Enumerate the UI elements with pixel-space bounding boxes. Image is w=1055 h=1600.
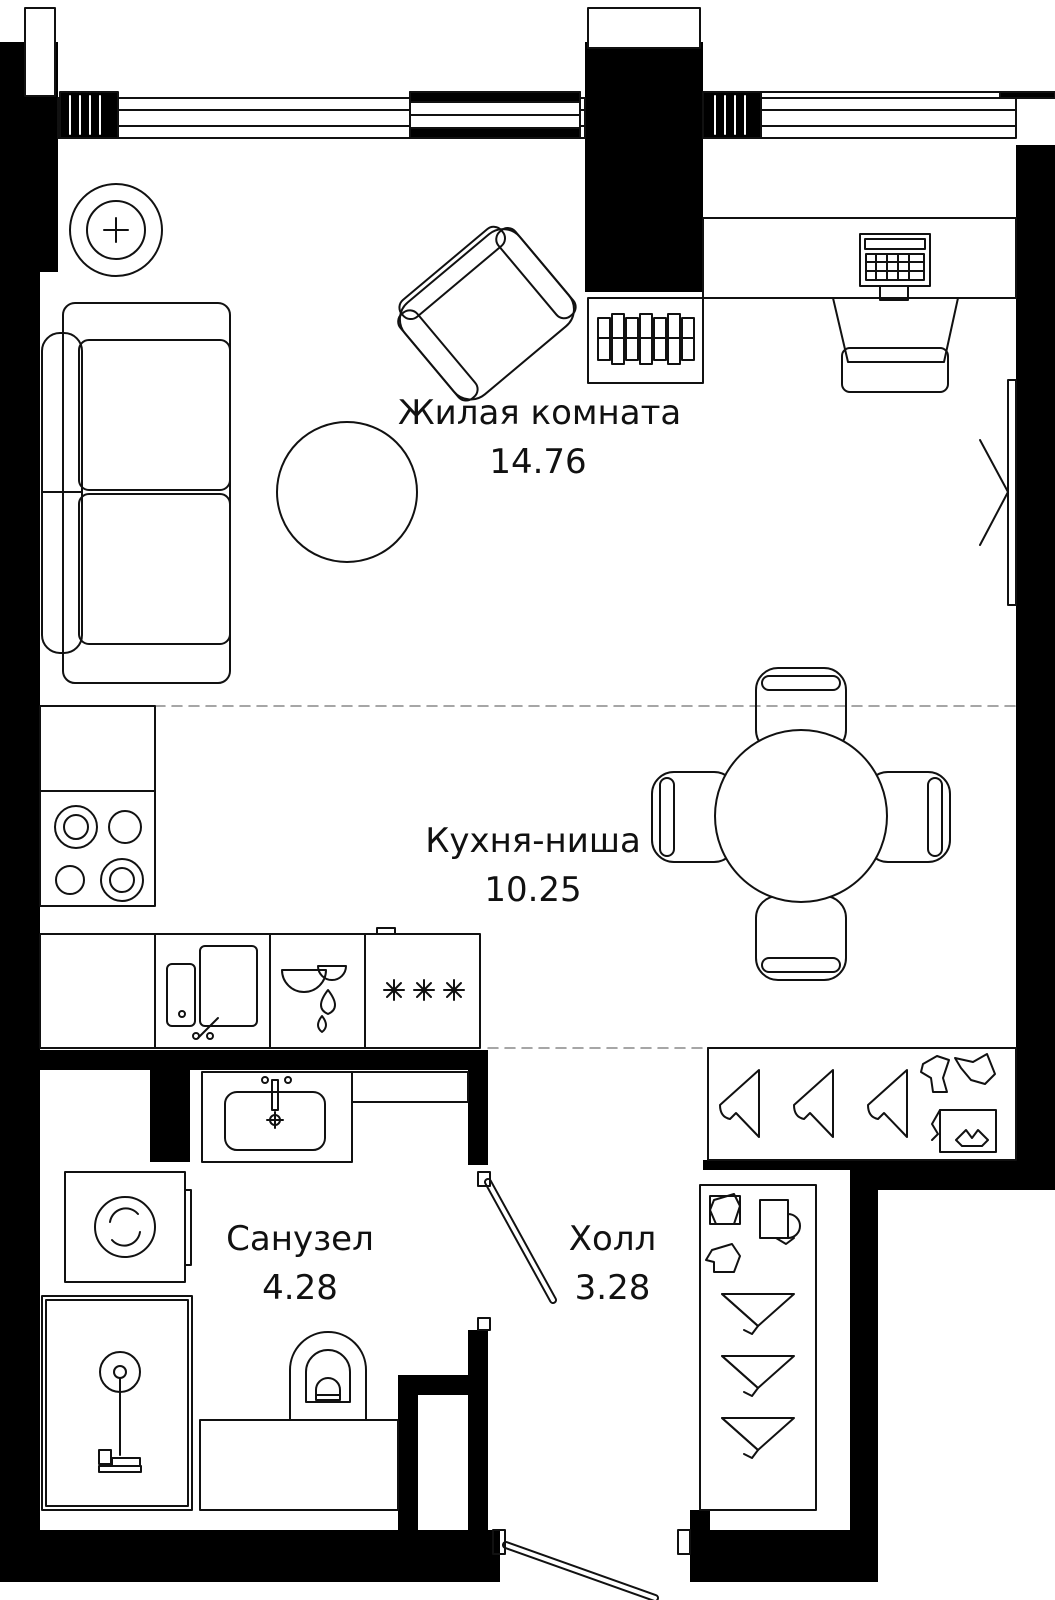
wall-hall-right-upper (703, 1160, 850, 1170)
bathroom-door-icon (477, 1171, 557, 1331)
room-area: 14.76 (489, 441, 587, 482)
coffee-table-icon (276, 421, 418, 563)
desk-icon (702, 217, 1017, 393)
zone-dividers (154, 705, 1017, 1049)
balcony-stub-left (24, 7, 56, 97)
stove-icon (39, 790, 156, 907)
wall-hall-right (690, 1510, 710, 1550)
plant-icon (69, 183, 163, 277)
dining-chair-bottom (755, 895, 847, 981)
wall-bath-bottom-step2 (398, 1375, 418, 1530)
counter-left-top (39, 705, 156, 792)
room-label-hall: Холл 3.28 (540, 1218, 685, 1309)
counter-left-bottom (39, 933, 156, 1049)
side-door-icon (979, 379, 1017, 606)
wall-bottom (0, 1530, 500, 1582)
wall-bath-top (40, 1050, 488, 1070)
wardrobe-icon (707, 1047, 1017, 1161)
room-name: Холл (568, 1219, 657, 1259)
room-name: Санузел (226, 1219, 374, 1259)
radiator-icon (587, 297, 704, 384)
dishwasher-icon (269, 933, 366, 1049)
sofa-icon (41, 302, 231, 684)
toilet-icon (199, 1331, 399, 1511)
stove-burners-icon (54, 805, 144, 902)
dining-table-icon (651, 667, 951, 981)
armchair-icon (397, 225, 577, 402)
room-name: Жилая комната (398, 393, 682, 433)
hall-furniture (492, 1047, 1017, 1600)
entrance-door-icon (492, 1529, 691, 1600)
wall-right-lower (850, 1160, 1055, 1190)
kitchen-furniture (39, 667, 951, 1049)
walls (0, 42, 1055, 1582)
washbasin-icon (201, 1071, 353, 1163)
room-area: 10.25 (484, 869, 582, 910)
fridge-icon (364, 927, 481, 1049)
wall-bottom-right-seg (690, 1530, 878, 1582)
room-area: 3.28 (574, 1267, 651, 1308)
wall-bath-notch (150, 1050, 190, 1162)
room-label-living: Жилая комната 14.76 (398, 392, 682, 483)
living-room-furniture (41, 183, 1017, 684)
wall-top-middle-pier (585, 42, 703, 292)
bathroom-furniture (41, 1071, 557, 1511)
room-area: 4.28 (262, 1267, 338, 1308)
room-name: Кухня-ниша (425, 821, 641, 861)
laptop-icon (859, 233, 931, 301)
room-label-kitchen: Кухня-ниша 10.25 (408, 820, 658, 911)
wall-bottom-right (850, 1180, 878, 1580)
wall-bath-right-lower (468, 1330, 488, 1530)
wall-right (1016, 145, 1055, 1185)
kitchen-sink-icon (154, 933, 271, 1049)
wall-bath-right-upper (468, 1050, 488, 1165)
desk-chair-icon (832, 297, 959, 393)
washing-machine-icon (64, 1171, 192, 1283)
balcony-stub-mid (587, 7, 701, 49)
wall-left (0, 42, 40, 1582)
wall-bath-bottom-step (398, 1375, 488, 1395)
bath-shelf (351, 1071, 469, 1103)
shower-icon (41, 1295, 193, 1511)
closet-icon (699, 1184, 817, 1511)
windows (24, 7, 1055, 139)
room-label-bathroom: Санузел 4.28 (200, 1218, 400, 1309)
